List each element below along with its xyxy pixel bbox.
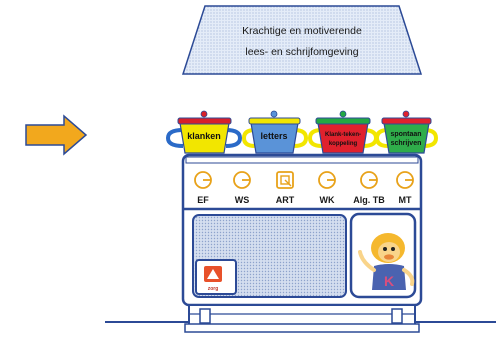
zorg-label: zorg: [208, 286, 219, 292]
pot-label-klank-teken-line2: koppeling: [329, 141, 358, 147]
dial-label-art: ART: [276, 195, 295, 205]
pot-label-spontaan-line2: schrijven: [391, 140, 422, 147]
dial-label-ef: EF: [197, 195, 209, 205]
zorg-badge: zorg: [195, 259, 237, 295]
mascot-panel: K: [349, 212, 417, 299]
control-dials: EF WS ART WK Alg. TB MT: [194, 171, 414, 205]
dial-ws[interactable]: WS: [233, 171, 251, 205]
pot-spontaan-schrijven[interactable]: spontaan schrijven: [374, 110, 439, 154]
dial-wk[interactable]: WK: [318, 171, 336, 205]
dial-label-ws: WS: [235, 195, 250, 205]
svg-text:K: K: [384, 273, 394, 289]
pot-label-letters: letters: [260, 131, 287, 141]
pot-label-spontaan-line1: spontaan: [390, 131, 421, 138]
dial-label-mt: MT: [399, 195, 412, 205]
pot-klank-teken-koppeling[interactable]: Klank-teken- koppeling: [307, 110, 379, 154]
dial-label-wk: WK: [320, 195, 335, 205]
dial-art[interactable]: ART: [276, 171, 295, 205]
pot-klanken[interactable]: klanken: [165, 110, 243, 154]
pot-label-klank-teken-line1: Klank-teken-: [325, 132, 361, 138]
dial-ef[interactable]: EF: [194, 171, 212, 205]
dial-label-alg-tb: Alg. TB: [353, 195, 385, 205]
title-banner: Krachtige en motiverende lees- en schrij…: [181, 5, 423, 75]
dial-alg-tb[interactable]: Alg. TB: [353, 171, 385, 205]
right-arrow-icon: [25, 114, 88, 156]
title-line-1: Krachtige en motiverende: [242, 25, 362, 37]
title-line-2: lees- en schrijfomgeving: [245, 46, 358, 58]
pot-letters[interactable]: letters: [241, 110, 309, 154]
mascot-character-icon: K: [358, 233, 415, 290]
dial-mt[interactable]: MT: [396, 171, 414, 205]
pot-label-klanken: klanken: [187, 131, 221, 141]
